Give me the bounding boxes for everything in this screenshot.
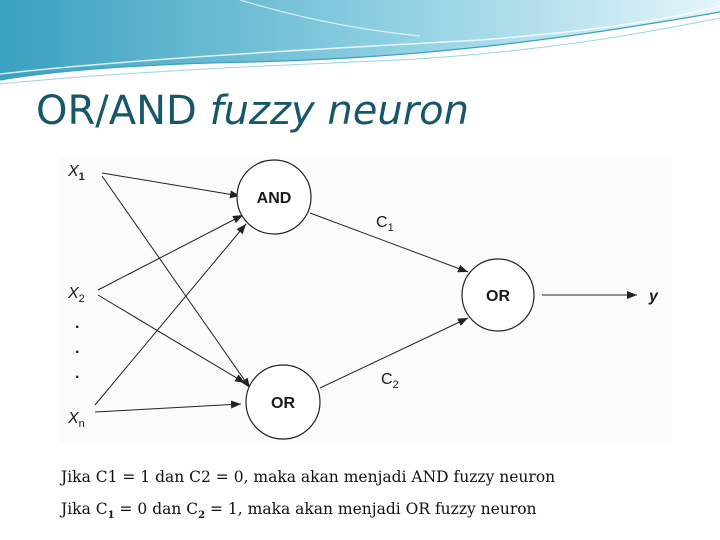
edge-x1-and	[101, 172, 241, 199]
input-xn-subscript: n	[79, 418, 85, 430]
ellipsis-dot-3: .	[75, 365, 79, 382]
edge-and-output	[309, 212, 469, 273]
or-hidden-neuron-label: OR	[271, 395, 295, 412]
edge-xn-or	[94, 400, 242, 413]
input-x2-letter: X	[67, 285, 80, 302]
or-hidden-neuron	[245, 364, 321, 440]
weight-c1-label: C1	[376, 214, 394, 234]
title-emphasis: fuzzy neuron	[209, 88, 469, 134]
caption-or-condition: Jika C1 = 0 dan C2 = 1, maka akan menjad…	[61, 500, 537, 521]
ellipsis-dot-1: .	[75, 315, 79, 332]
neuron-diagram: AND OR OR X1 X2 Xn . . . C1 C2 y	[60, 158, 672, 442]
caption-and-condition: Jika C1 = 1 dan C2 = 0, maka akan menjad…	[61, 468, 556, 486]
ellipsis-dot-2: .	[75, 340, 79, 357]
caption-or-sub1: 1	[107, 510, 115, 522]
edge-or-output	[319, 317, 469, 389]
weight-c1-subscript: 1	[388, 222, 394, 234]
title-main: OR/AND	[36, 88, 210, 134]
input-x1-letter: X	[67, 163, 80, 180]
and-neuron-label: AND	[257, 190, 292, 207]
input-x1-subscript: 1	[79, 171, 85, 183]
input-x2-subscript: 2	[79, 293, 85, 305]
edge-x2-or	[97, 294, 246, 384]
caption-or-part2: = 0 dan C	[114, 500, 199, 518]
caption-or-sub2: 2	[198, 510, 206, 522]
input-xn-label: Xn	[67, 410, 85, 430]
or-output-neuron	[461, 258, 535, 332]
weight-c2-letter: C	[381, 371, 393, 388]
weight-c1-letter: C	[376, 214, 388, 231]
header-wave-decoration	[0, 0, 720, 85]
edge-x2-and	[97, 214, 244, 291]
or-output-neuron-label: OR	[486, 288, 510, 305]
weight-c2-label: C2	[381, 371, 399, 391]
input-x2-label: X2	[67, 285, 85, 305]
page-title: OR/AND fuzzy neuron	[36, 88, 469, 134]
weight-c2-subscript: 2	[393, 379, 399, 391]
output-y-label: y	[648, 288, 659, 305]
edge-xn-and	[94, 223, 247, 406]
neuron-diagram-svg: AND OR OR X1 X2 Xn . . . C1 C2 y	[67, 159, 659, 440]
edge-x1-or	[101, 175, 251, 389]
caption-or-part1: Jika C	[61, 500, 108, 518]
caption-or-part3: = 1, maka akan menjadi OR fuzzy neuron	[205, 500, 537, 518]
input-x1-label: X1	[67, 163, 85, 183]
and-neuron	[236, 159, 312, 235]
input-xn-letter: X	[67, 410, 80, 427]
